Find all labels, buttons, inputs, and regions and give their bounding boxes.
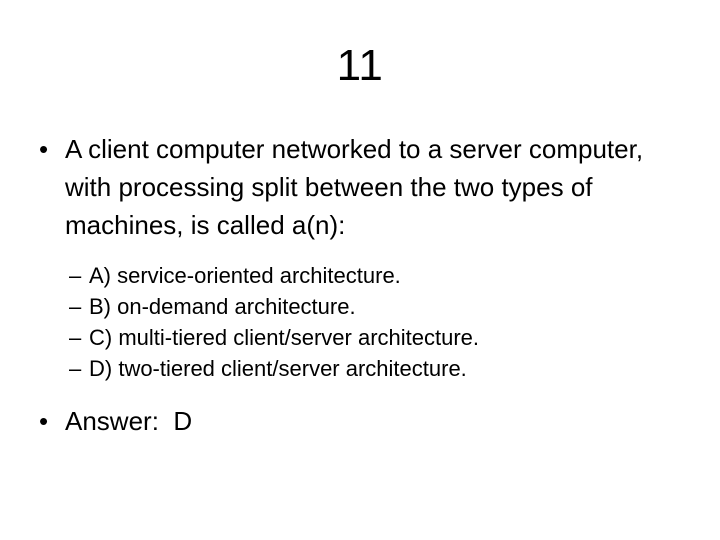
choice-item-c[interactable]: – C) multi-tiered client/server architec… [34, 322, 694, 353]
question-bullet: • A client computer networked to a serve… [34, 130, 694, 244]
dash-glyph-icon: – [69, 325, 82, 350]
choices-list: – A) service-oriented architecture. – B)… [34, 260, 694, 384]
question-text: A client computer networked to a server … [65, 134, 644, 240]
dash-glyph-icon: – [69, 263, 82, 288]
bullet-glyph-icon: • [39, 406, 49, 436]
answer-text: Answer: D [65, 406, 193, 436]
bullet-glyph-icon: • [39, 134, 49, 164]
slide-title: 11 [336, 41, 384, 90]
dash-glyph-icon: – [69, 294, 82, 319]
choice-item-b[interactable]: – B) on-demand architecture. [34, 291, 694, 322]
choice-item-d[interactable]: – D) two-tiered client/server architectu… [34, 353, 694, 384]
choice-label-c: C) multi-tiered client/server architectu… [89, 325, 480, 350]
choice-label-b: B) on-demand architecture. [89, 294, 356, 319]
choice-label-d: D) two-tiered client/server architecture… [89, 356, 467, 381]
choice-item-a[interactable]: – A) service-oriented architecture. [34, 260, 694, 291]
slide-body: • A client computer networked to a serve… [34, 130, 694, 440]
dash-glyph-icon: – [69, 356, 82, 381]
answer-bullet: • Answer: D [34, 402, 694, 440]
choice-label-a: A) service-oriented architecture. [89, 263, 401, 288]
